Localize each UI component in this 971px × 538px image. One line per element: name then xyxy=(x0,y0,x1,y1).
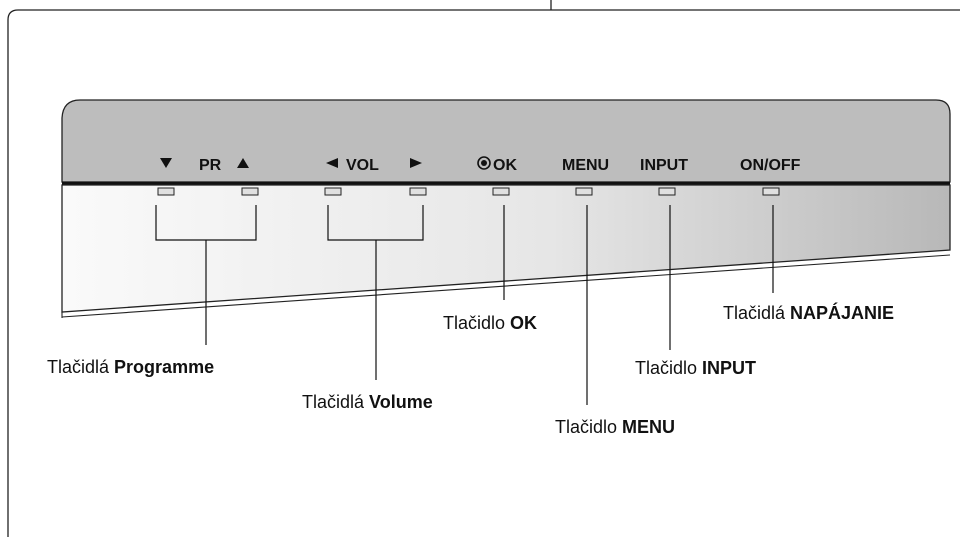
ok-callout-prefix: Tlačidlo xyxy=(443,313,506,333)
onoff-button[interactable] xyxy=(762,187,780,196)
pr-down-button[interactable] xyxy=(157,187,175,196)
menu-button[interactable] xyxy=(575,187,593,196)
volume-callout-bold: Volume xyxy=(369,392,433,412)
vol-up-button[interactable] xyxy=(409,187,427,196)
pr-label: PR xyxy=(199,157,222,174)
menu-callout-prefix: Tlačidlo xyxy=(555,417,618,437)
programme-callout-prefix: Tlačidlá xyxy=(47,357,110,377)
page-border xyxy=(7,0,960,537)
menu-label: MENU xyxy=(562,157,609,174)
ok-label: OK xyxy=(493,157,517,174)
vol-right-icon xyxy=(410,158,422,168)
menu-callout-bold: MENU xyxy=(622,417,676,437)
ok-callout-bold: OK xyxy=(510,313,538,333)
input-label: INPUT xyxy=(640,157,688,174)
pr-up-icon xyxy=(237,158,249,168)
power-callout-bold: NAPÁJANIE xyxy=(790,303,895,323)
ok-button[interactable] xyxy=(492,187,510,196)
programme-leader xyxy=(155,205,257,345)
menu-callout: Tlačidlo MENU xyxy=(555,417,675,438)
panel-front xyxy=(61,184,951,313)
input-button[interactable] xyxy=(658,187,676,196)
volume-callout-prefix: Tlačidlá xyxy=(302,392,365,412)
vol-label: VOL xyxy=(346,157,379,174)
input-callout: Tlačidlo INPUT xyxy=(635,358,756,379)
pr-up-button[interactable] xyxy=(241,187,259,196)
volume-leader xyxy=(327,205,424,380)
ok-target-icon xyxy=(477,156,491,170)
power-callout: Tlačidlá NAPÁJANIE xyxy=(723,303,894,324)
pr-down-icon xyxy=(160,158,172,168)
programme-callout: Tlačidlá Programme xyxy=(47,357,214,378)
volume-callout: Tlačidlá Volume xyxy=(302,392,433,413)
power-callout-prefix: Tlačidlá xyxy=(723,303,786,323)
onoff-label: ON/OFF xyxy=(740,157,801,174)
panel-top xyxy=(61,99,951,183)
input-callout-prefix: Tlačidlo xyxy=(635,358,698,378)
input-callout-bold: INPUT xyxy=(702,358,757,378)
vol-left-icon xyxy=(326,158,338,168)
panel-bottom-edge xyxy=(61,254,951,318)
ok-callout: Tlačidlo OK xyxy=(443,313,537,334)
vol-down-button[interactable] xyxy=(324,187,342,196)
programme-callout-bold: Programme xyxy=(114,357,215,377)
